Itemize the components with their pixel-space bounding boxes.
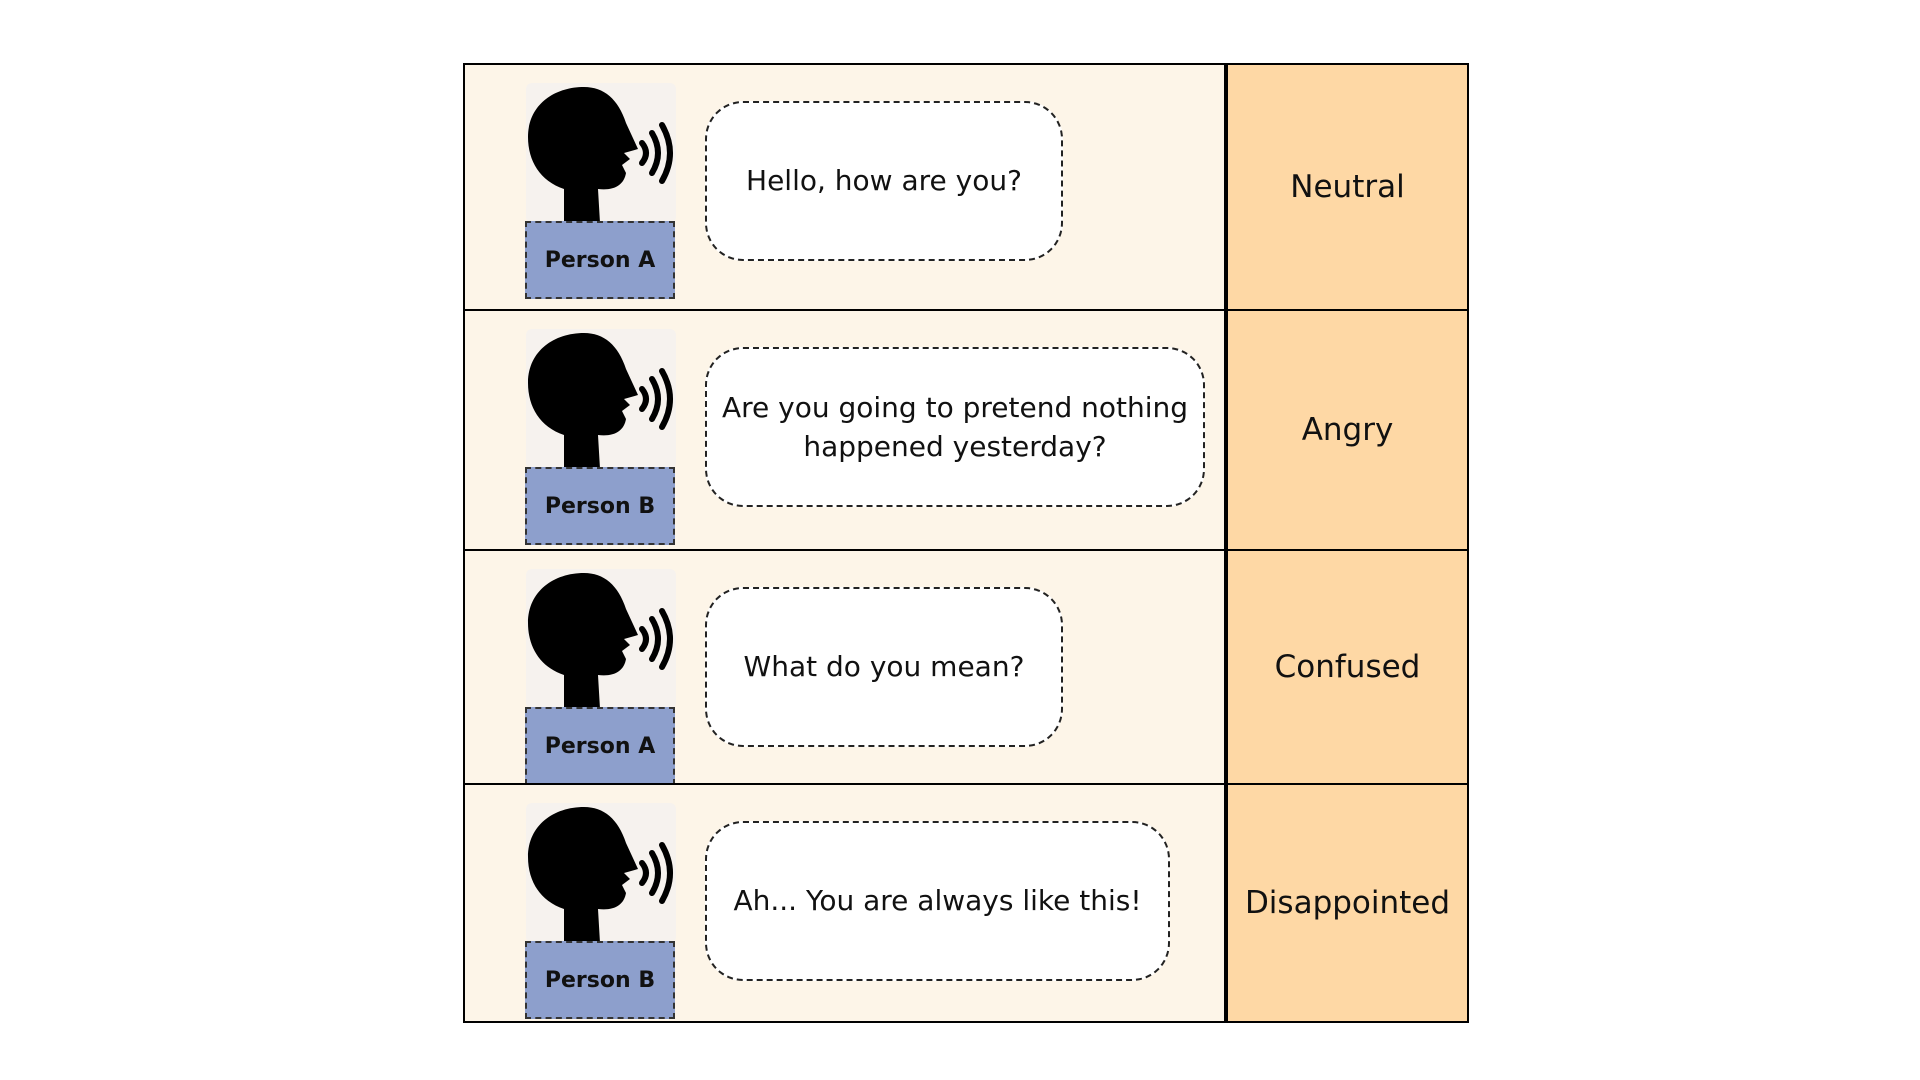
dialogue-emotion-diagram: Person A Hello, how are you? Neutral Per… <box>463 63 1469 1023</box>
emotion-label: Confused <box>1274 649 1421 685</box>
speaker-tag: Person B <box>525 941 675 1019</box>
speech-bubble: What do you mean? <box>705 587 1063 747</box>
utterance-cell: Person A Hello, how are you? <box>465 65 1224 309</box>
speech-bubble: Ah... You are always like this! <box>705 821 1170 981</box>
emotion-cell: Angry <box>1224 311 1467 549</box>
emotion-cell: Confused <box>1224 551 1467 783</box>
speaker-tag: Person A <box>525 221 675 299</box>
utterance-cell: Person B Are you going to pretend nothin… <box>465 311 1224 549</box>
emotion-label: Angry <box>1301 412 1394 448</box>
emotion-label: Neutral <box>1290 169 1405 205</box>
utterance-cell: Person A What do you mean? <box>465 551 1224 785</box>
speaking-head-icon <box>526 83 676 223</box>
speaking-head-icon <box>526 329 676 469</box>
emotion-cell: Disappointed <box>1224 785 1467 1021</box>
dialogue-row: Person A Hello, how are you? Neutral <box>465 65 1467 309</box>
dialogue-row: Person A What do you mean? Confused <box>465 549 1467 785</box>
emotion-label: Disappointed <box>1244 885 1451 921</box>
dialogue-row: Person B Ah... You are always like this!… <box>465 783 1467 1021</box>
emotion-cell: Neutral <box>1224 65 1467 309</box>
speech-bubble: Are you going to pretend nothing happene… <box>705 347 1205 507</box>
utterance-cell: Person B Ah... You are always like this! <box>465 785 1224 1021</box>
speech-bubble: Hello, how are you? <box>705 101 1063 261</box>
speaking-head-icon <box>526 569 676 709</box>
speaker-tag: Person B <box>525 467 675 545</box>
dialogue-row: Person B Are you going to pretend nothin… <box>465 309 1467 549</box>
speaker-tag: Person A <box>525 707 675 785</box>
speaking-head-icon <box>526 803 676 943</box>
